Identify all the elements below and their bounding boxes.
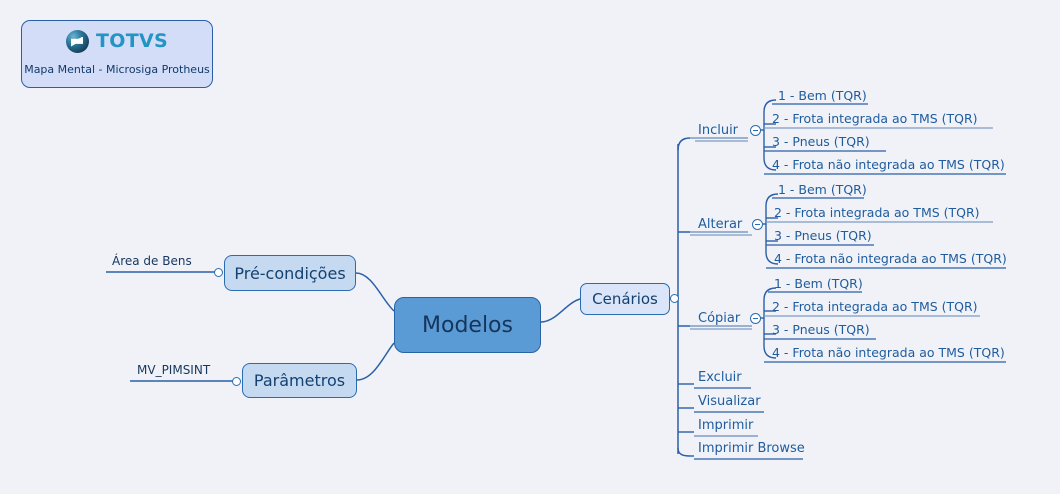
leaf-alterar-4[interactable]: 4 - Frota não integrada ao TMS (TQR) xyxy=(774,251,1007,266)
leaf-incluir-4[interactable]: 4 - Frota não integrada ao TMS (TQR) xyxy=(772,157,1005,172)
node-precondicoes[interactable]: Pré-condições xyxy=(224,255,356,291)
leaf-imprimir[interactable]: Imprimir xyxy=(698,418,754,433)
collapse-toggle-incluir[interactable] xyxy=(750,125,761,136)
connector-dot-cenarios[interactable] xyxy=(670,294,679,303)
totvs-wordmark: TOTVS xyxy=(96,30,168,52)
annotation-mv-pimsint[interactable]: MV_PIMSINT xyxy=(137,363,211,377)
totvs-logo: TOTVS xyxy=(22,30,212,53)
collapse-toggle-copiar[interactable] xyxy=(750,313,761,324)
leaf-excluir[interactable]: Excluir xyxy=(698,370,742,385)
leaf-incluir-1[interactable]: 1 - Bem (TQR) xyxy=(778,88,867,103)
header-logo-card: TOTVS Mapa Mental - Microsiga Protheus xyxy=(21,20,213,88)
connector-dot-precondicoes[interactable] xyxy=(214,268,223,277)
leaf-copiar-1[interactable]: 1 - Bem (TQR) xyxy=(774,276,863,291)
leaf-alterar-2[interactable]: 2 - Frota integrada ao TMS (TQR) xyxy=(774,205,980,220)
branch-label-copiar[interactable]: Cópiar xyxy=(698,311,741,326)
leaf-alterar-3[interactable]: 3 - Pneus (TQR) xyxy=(774,228,872,243)
collapse-toggle-alterar[interactable] xyxy=(752,219,763,230)
branch-label-incluir[interactable]: Incluir xyxy=(698,123,739,138)
connector-dot-parametros[interactable] xyxy=(232,377,241,386)
leaf-incluir-2[interactable]: 2 - Frota integrada ao TMS (TQR) xyxy=(772,111,978,126)
central-node-modelos[interactable]: Modelos xyxy=(394,297,541,353)
node-cenarios[interactable]: Cenários xyxy=(580,283,670,315)
leaf-copiar-3[interactable]: 3 - Pneus (TQR) xyxy=(772,322,870,337)
branch-label-alterar[interactable]: Alterar xyxy=(698,217,743,232)
annotation-area-de-bens[interactable]: Área de Bens xyxy=(112,254,192,268)
leaf-imprimir-browse[interactable]: Imprimir Browse xyxy=(698,441,805,456)
leaf-copiar-2[interactable]: 2 - Frota integrada ao TMS (TQR) xyxy=(772,299,978,314)
node-parametros[interactable]: Parâmetros xyxy=(242,363,357,398)
leaf-incluir-3[interactable]: 3 - Pneus (TQR) xyxy=(772,134,870,149)
header-subtitle: Mapa Mental - Microsiga Protheus xyxy=(24,63,210,76)
leaf-copiar-4[interactable]: 4 - Frota não integrada ao TMS (TQR) xyxy=(772,345,1005,360)
leaf-visualizar[interactable]: Visualizar xyxy=(698,394,761,409)
totvs-sphere-icon xyxy=(66,30,90,53)
leaf-alterar-1[interactable]: 1 - Bem (TQR) xyxy=(778,182,867,197)
